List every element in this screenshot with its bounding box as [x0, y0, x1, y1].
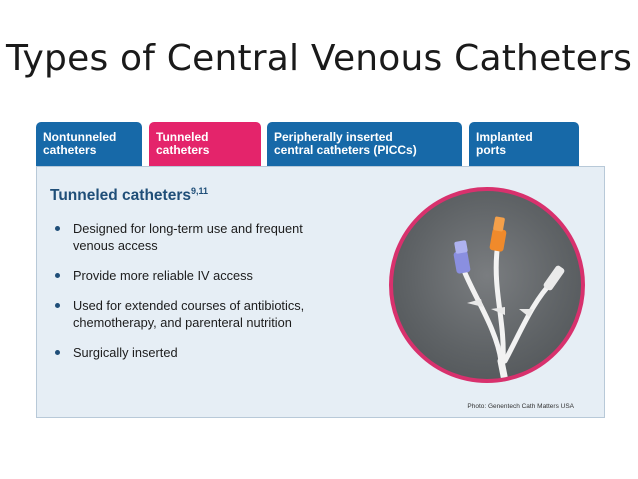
tab-piccs[interactable]: Peripherally inserted central catheters … — [267, 122, 462, 166]
list-item: Used for extended courses of antibiotics… — [53, 297, 343, 331]
tab-label-line2: catheters — [156, 143, 210, 157]
bullet-list: Designed for long-term use and frequent … — [53, 220, 343, 374]
tab-implanted-ports[interactable]: Implanted ports — [469, 122, 579, 166]
list-item: Surgically inserted — [53, 344, 343, 361]
tab-label-line1: Implanted — [476, 130, 533, 144]
tab-label-line2: catheters — [43, 143, 97, 157]
slide-title: Types of Central Venous Catheters — [5, 38, 633, 79]
bullet-text-line1: Surgically inserted — [73, 345, 178, 360]
content-panel: Tunneled catheters9,11 Designed for long… — [36, 166, 605, 418]
tab-label-line1: Tunneled — [156, 130, 209, 144]
photo-credit: Photo: Genentech Cath Matters USA — [467, 403, 574, 410]
bullet-icon — [55, 350, 60, 355]
bullet-icon — [55, 226, 60, 231]
tab-nontunneled-catheters[interactable]: Nontunneled catheters — [36, 122, 142, 166]
tab-tunneled-catheters[interactable]: Tunneled catheters — [149, 122, 261, 166]
tab-label-line2: central catheters (PICCs) — [274, 143, 417, 157]
tab-label-line1: Peripherally inserted — [274, 130, 393, 144]
panel-heading-text: Tunneled catheters — [50, 187, 191, 204]
bullet-text-line1: Designed for long-term use and frequent — [73, 221, 303, 236]
tab-label-line2: ports — [476, 143, 506, 157]
bullet-icon — [55, 303, 60, 308]
tab-label-line1: Nontunneled — [43, 130, 117, 144]
bullet-text-line2: venous access — [73, 238, 158, 253]
bullet-text-line1: Provide more reliable IV access — [73, 268, 253, 283]
bullet-text-line2: chemotherapy, and parenteral nutrition — [73, 315, 292, 330]
catheter-photo — [389, 187, 585, 383]
panel-heading: Tunneled catheters9,11 — [50, 185, 208, 205]
catheter-icon — [453, 216, 565, 379]
list-item: Provide more reliable IV access — [53, 267, 343, 284]
bullet-text-line1: Used for extended courses of antibiotics… — [73, 298, 305, 313]
bullet-icon — [55, 273, 60, 278]
list-item: Designed for long-term use and frequent … — [53, 220, 343, 254]
heading-reference: 9,11 — [190, 185, 208, 196]
